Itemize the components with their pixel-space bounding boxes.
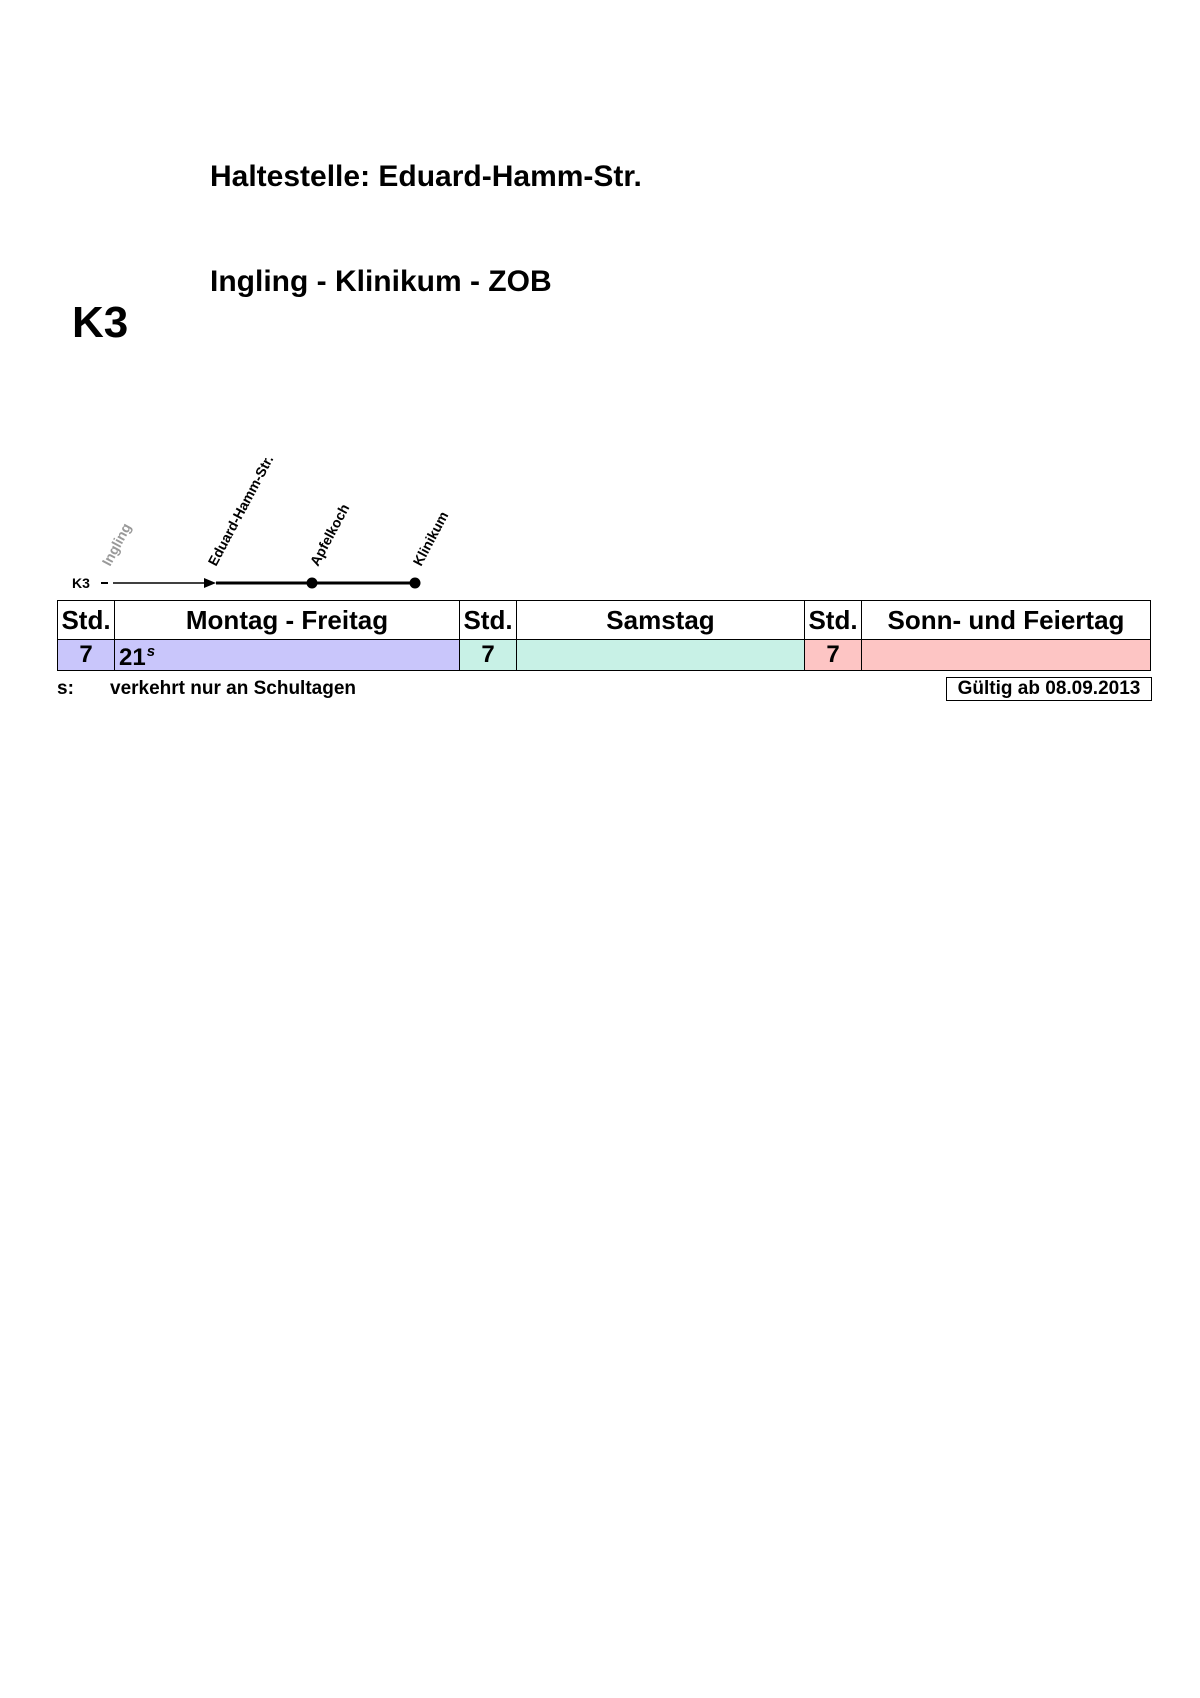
timetable-header-row: Std. Montag - Freitag Std. Samstag Std. … xyxy=(57,600,1151,640)
saturday-header: Samstag xyxy=(516,600,805,640)
stop-title: Haltestelle: Eduard-Hamm-Str. xyxy=(210,160,642,193)
current-stop-arrow-icon xyxy=(204,578,216,588)
saturday-hour-header: Std. xyxy=(459,600,517,640)
diagram-stop-label-current: Eduard-Hamm-Str. xyxy=(205,452,277,568)
sunday-minutes-cell xyxy=(861,639,1151,671)
footnote-key: s: xyxy=(57,678,74,699)
route-diagram: K3 Ingling Eduard-Hamm-Str. Apfelkoch Kl… xyxy=(72,452,452,591)
diagram-stop-label-past: Ingling xyxy=(99,520,135,568)
departure-minute: 21 xyxy=(119,644,146,671)
stop-dot-icon xyxy=(409,577,421,589)
departure-note-marker: s xyxy=(146,643,156,660)
sunday-hour-cell: 7 xyxy=(804,639,862,671)
timetable: Std. Montag - Freitag Std. Samstag Std. … xyxy=(57,600,1151,671)
saturday-hour-cell: 7 xyxy=(459,639,517,671)
sunday-header: Sonn- und Feiertag xyxy=(861,600,1151,640)
diagram-stop-label: Apfelkoch xyxy=(307,501,353,568)
validity-badge: Gültig ab 08.09.2013 xyxy=(946,677,1152,701)
weekday-hour-header: Std. xyxy=(57,600,115,640)
saturday-minutes-cell xyxy=(516,639,805,671)
route-title: Ingling - Klinikum - ZOB xyxy=(210,265,552,298)
diagram-line-label: K3 xyxy=(72,575,90,591)
weekday-minutes-cell: 21s xyxy=(114,639,460,671)
weekday-header: Montag - Freitag xyxy=(114,600,460,640)
table-row: 7 21s 7 7 xyxy=(57,639,1151,671)
sunday-hour-header: Std. xyxy=(804,600,862,640)
line-number: K3 xyxy=(72,298,129,347)
stop-dot-icon xyxy=(306,577,318,589)
weekday-hour-cell: 7 xyxy=(57,639,115,671)
footnote-text: verkehrt nur an Schultagen xyxy=(110,678,357,699)
diagram-stop-label: Klinikum xyxy=(410,509,452,569)
